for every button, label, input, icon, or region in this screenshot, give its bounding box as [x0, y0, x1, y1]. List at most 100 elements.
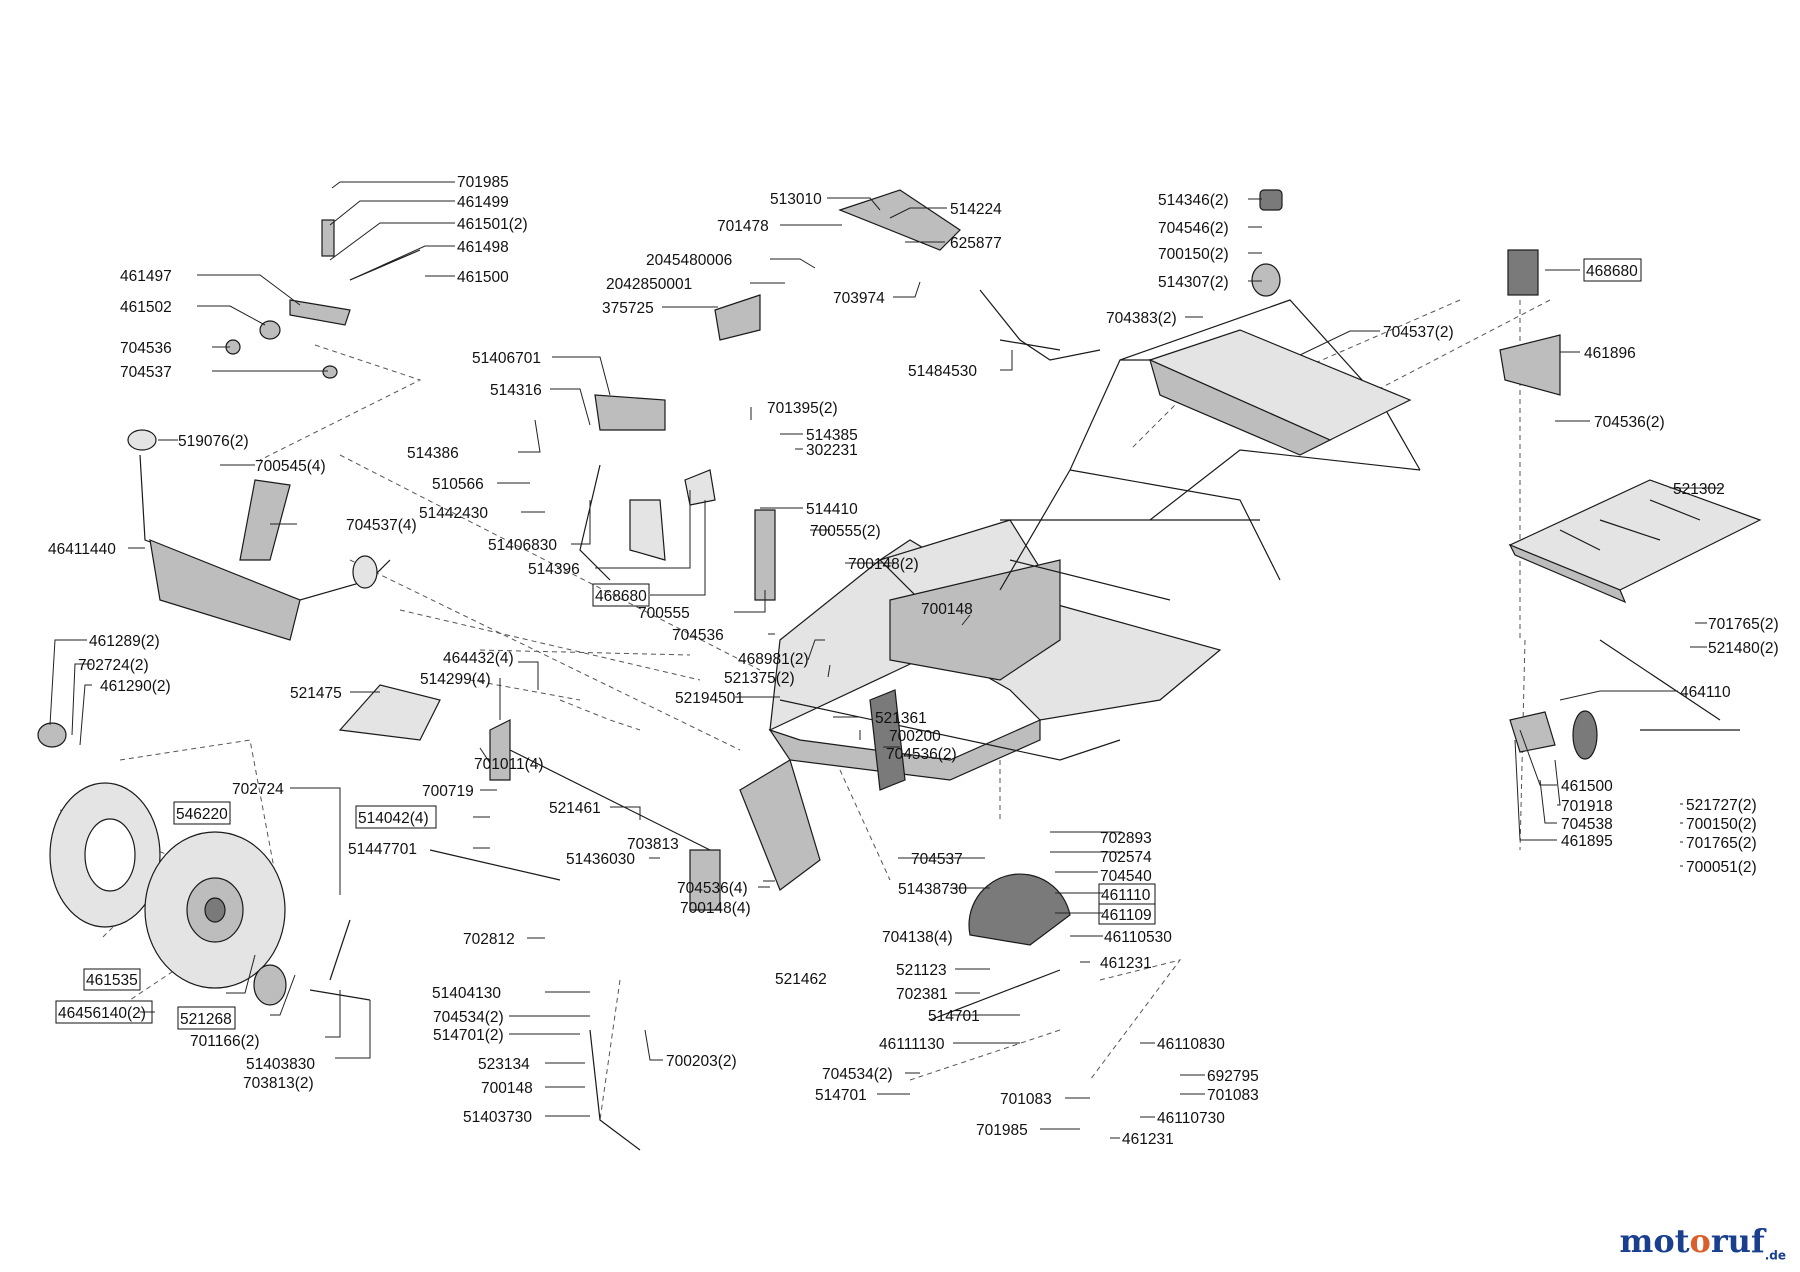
part-label: 625877	[950, 235, 1002, 252]
part-label: 51484530	[908, 363, 977, 380]
part-label: 514701	[928, 1008, 980, 1025]
part-label: 704534(2)	[822, 1066, 893, 1083]
part-label: 514396	[528, 561, 580, 578]
part-label: 702812	[463, 931, 515, 948]
part-label: 461895	[1561, 833, 1613, 850]
part-label: 702893	[1100, 830, 1152, 847]
watermark-suffix: .de	[1764, 1248, 1786, 1262]
part-label: 704383(2)	[1106, 310, 1177, 327]
part-label: 51436030	[566, 851, 635, 868]
part-label: 701478	[717, 218, 769, 235]
part-label: 302231	[806, 442, 858, 459]
part-label: 701395(2)	[767, 400, 838, 417]
part-label: 461231	[1100, 955, 1152, 972]
part-label: 521462	[775, 971, 827, 988]
part-label: 701985	[457, 174, 509, 191]
part-label: 51447701	[348, 841, 417, 858]
part-label: 514299(4)	[420, 671, 491, 688]
part-label: 2042850001	[606, 276, 692, 293]
part-label: 700148(2)	[848, 556, 919, 573]
part-label: 700150(2)	[1158, 246, 1229, 263]
part-label: 514701	[815, 1087, 867, 1104]
part-label: 704536(2)	[886, 746, 957, 763]
part-label: 700200	[889, 728, 941, 745]
part-label: 704537(4)	[346, 517, 417, 534]
part-label: 702724	[232, 781, 284, 798]
part-label: 700719	[422, 783, 474, 800]
part-label: 46456140(2)	[58, 1005, 146, 1022]
part-label: 701166(2)	[190, 1033, 260, 1050]
steering-parts	[309, 189, 1283, 1151]
part-label: 514346(2)	[1158, 192, 1229, 209]
part-label: 700150(2)	[1686, 816, 1757, 833]
part-label: 46110730	[1157, 1110, 1225, 1127]
part-label: 2045480006	[646, 252, 732, 269]
boxed-part-frame	[592, 583, 650, 607]
part-label: 692795	[1207, 1068, 1259, 1085]
part-label: 461502	[120, 299, 172, 316]
part-label: 461535	[86, 972, 138, 989]
part-label: 514042(4)	[358, 810, 429, 827]
part-label: 704546(2)	[1158, 220, 1229, 237]
part-label: 51438730	[898, 881, 967, 898]
part-label: 468680	[1586, 263, 1638, 280]
part-label: 514385	[806, 427, 858, 444]
part-label: 461110	[1101, 887, 1151, 904]
boxed-part-frame	[1583, 258, 1642, 282]
part-label: 52194501	[675, 690, 744, 707]
top-left-lever-parts	[225, 219, 421, 379]
part-label: 51403830	[246, 1056, 315, 1073]
part-label: 702724(2)	[78, 657, 149, 674]
part-label: 701083	[1000, 1091, 1052, 1108]
part-label: 703813(2)	[243, 1075, 314, 1092]
part-label: 701083	[1207, 1087, 1259, 1104]
part-label: 700051(2)	[1686, 859, 1757, 876]
part-label: 703974	[833, 290, 885, 307]
part-label: 521123	[896, 962, 947, 979]
part-label: 514386	[407, 445, 459, 462]
boxed-part-frame	[55, 1000, 153, 1024]
part-label: 461498	[457, 239, 509, 256]
part-label: 704538	[1561, 816, 1613, 833]
part-label: 701765(2)	[1708, 616, 1779, 633]
part-label: 51406701	[472, 350, 541, 367]
watermark-text-b: o	[1689, 1221, 1711, 1260]
part-label: 701918	[1561, 798, 1613, 815]
wheel-parts	[37, 722, 287, 1006]
part-label: 700148(4)	[680, 900, 751, 917]
part-label: 514224	[950, 201, 1002, 218]
leader-lines	[49, 181, 1723, 1139]
part-label: 700203(2)	[666, 1053, 737, 1070]
chassis-frame	[739, 299, 1421, 891]
part-label: 461290(2)	[100, 678, 171, 695]
part-label: 521480(2)	[1708, 640, 1779, 657]
part-label: 46110830	[1157, 1036, 1225, 1053]
part-label: 521302	[1673, 481, 1725, 498]
part-label: 704537	[911, 851, 963, 868]
part-label: 523134	[478, 1056, 530, 1073]
part-label: 468981(2)	[738, 651, 809, 668]
part-label: 521461	[549, 800, 601, 817]
part-label: 510566	[432, 476, 484, 493]
part-label: 464110	[1680, 684, 1731, 701]
part-label: 703813	[627, 836, 679, 853]
part-label: 461896	[1584, 345, 1636, 362]
part-label: 521727(2)	[1686, 797, 1757, 814]
part-label: 46111130	[879, 1036, 945, 1053]
boxed-part-frame	[177, 1006, 236, 1030]
part-label: 513010	[770, 191, 822, 208]
boxed-part-frame	[83, 968, 141, 991]
watermark-text-a: mot	[1619, 1221, 1690, 1260]
part-label: 704537	[120, 364, 172, 381]
part-label: 546220	[176, 806, 228, 823]
part-label: 704536(4)	[677, 880, 748, 897]
part-label: 521375(2)	[724, 670, 795, 687]
part-label: 701985	[976, 1122, 1028, 1139]
part-label: 468680	[595, 588, 647, 605]
pedal-parts	[338, 394, 776, 741]
part-label: 51406830	[488, 537, 557, 554]
part-label: 704534(2)	[433, 1009, 504, 1026]
part-label: 700148	[481, 1080, 533, 1097]
